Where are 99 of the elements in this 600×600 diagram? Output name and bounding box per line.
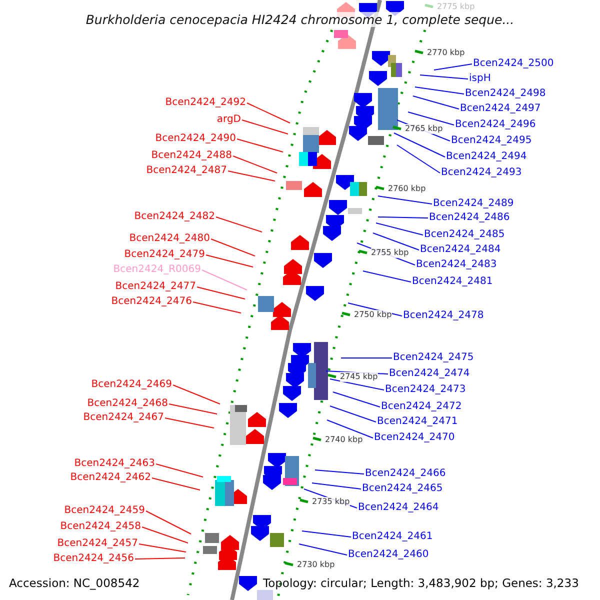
gene-label: Bcen2424_2498: [465, 88, 546, 100]
leader-line: [434, 64, 472, 70]
gene-label: Bcen2424_2468: [87, 398, 168, 410]
gene-label: Bcen2424_2484: [420, 244, 501, 256]
leader-line: [302, 530, 352, 538]
gene-label: Bcen2424_R0069: [113, 264, 201, 276]
scale-label: 2775 kbp: [437, 2, 475, 12]
leader-line: [330, 378, 384, 390]
leader-line: [332, 392, 380, 408]
leader-line: [164, 418, 214, 428]
leader-line: [412, 96, 460, 110]
leader-line: [330, 406, 376, 422]
leader-line: [146, 510, 192, 534]
gene-label: ispH: [469, 73, 491, 85]
leader-line: [196, 286, 246, 300]
gene-label: Bcen2424_2493: [441, 167, 522, 179]
scale-label: 2745 kbp: [340, 372, 378, 382]
leader-line: [298, 544, 348, 556]
leader-line: [414, 86, 464, 94]
gene-label: Bcen2424_2464: [358, 502, 439, 514]
gene-label: Bcen2424_2478: [403, 310, 484, 322]
scale-label: 2735 kbp: [312, 497, 350, 507]
gene-label: Bcen2424_2469: [91, 379, 172, 391]
leader-line: [210, 238, 256, 256]
leader-line: [376, 222, 424, 236]
gene-label: Bcen2424_2475: [393, 352, 474, 364]
gene-label: Bcen2424_2470: [374, 432, 455, 444]
leader-line: [138, 544, 186, 552]
leader-line: [206, 254, 254, 268]
leader-line: [202, 270, 248, 290]
gene-label: Bcen2424_2472: [381, 401, 462, 413]
gene-label: Bcen2424_2461: [352, 531, 433, 543]
gene-label: Bcen2424_2474: [389, 368, 470, 380]
gene-label: Bcen2424_2490: [155, 133, 236, 145]
leader-line: [242, 120, 288, 134]
leader-line: [314, 470, 364, 474]
leader-line: [362, 270, 412, 282]
leader-line: [232, 156, 278, 174]
scale-label: 2755 kbp: [371, 248, 409, 258]
footer-text: Accession: NC_008542: [9, 576, 140, 590]
gene-label: Bcen2424_2473: [385, 384, 466, 396]
gene-label: Bcen2424_2471: [377, 416, 458, 428]
gene-label: Bcen2424_2459: [64, 505, 145, 517]
gene-label: Bcen2424_2481: [412, 276, 493, 288]
gene-label: Bcen2424_2463: [74, 458, 155, 470]
scale-label: 2740 kbp: [325, 435, 363, 445]
gene-label: Bcen2424_2497: [460, 103, 541, 115]
footer-text: Topology: circular; Length: 3,483,902 bp; Genes: 3,233: [263, 576, 579, 590]
gene-label: Bcen2424_2480: [129, 233, 210, 245]
gene-label: Bcen2424_2458: [60, 521, 141, 533]
leader-line: [228, 170, 276, 182]
leader-line: [408, 112, 454, 126]
gene-label: Bcen2424_2486: [429, 212, 510, 224]
leader-line: [236, 138, 284, 152]
leader-line: [378, 196, 432, 204]
leader-line: [142, 526, 188, 544]
scale-label: 2760 kbp: [388, 184, 426, 194]
gene-label: Bcen2424_2462: [70, 472, 151, 484]
gene-label: Bcen2424_2482: [134, 211, 215, 223]
gene-label: Bcen2424_2483: [416, 259, 497, 271]
gene-label: Bcen2424_2494: [446, 151, 527, 163]
scale-label: 2750 kbp: [354, 310, 392, 320]
gene-label: Bcen2424_2487: [146, 165, 227, 177]
leader-line: [168, 404, 218, 414]
gene-label: Bcen2424_2479: [124, 249, 205, 261]
gene-label: Bcen2424_2485: [424, 229, 505, 241]
scale-label: 2730 kbp: [297, 560, 335, 570]
gene-label: Bcen2424_2488: [151, 150, 232, 162]
leader-line: [246, 102, 290, 124]
gene-label: Bcen2424_2457: [57, 538, 138, 550]
scale-label: 2765 kbp: [405, 124, 443, 134]
gene-label: Bcen2424_2477: [115, 281, 196, 293]
leader-line: [192, 302, 242, 314]
leader-line: [326, 420, 374, 438]
leader-line: [394, 132, 446, 158]
gene-label: Bcen2424_2492: [165, 97, 246, 109]
leader-line: [420, 74, 468, 80]
leader-line: [152, 478, 200, 490]
leader-line: [378, 216, 428, 218]
gene-label: Bcen2424_2500: [473, 58, 554, 70]
gene-label: Bcen2424_2489: [433, 198, 514, 210]
leader-line: [372, 232, 420, 250]
scale-label: 2770 kbp: [427, 48, 465, 58]
gene-label: Bcen2424_2456: [53, 553, 134, 565]
leader-line: [134, 558, 186, 560]
leader-line: [312, 482, 362, 490]
leader-line: [396, 144, 440, 174]
gene-label: Bcen2424_2460: [348, 549, 429, 561]
gene-label: Bcen2424_2476: [111, 296, 192, 308]
leader-line: [216, 216, 262, 232]
gene-label: Bcen2424_2466: [365, 468, 446, 480]
gene-label: Bcen2424_2467: [83, 412, 164, 424]
leader-line: [172, 384, 220, 404]
gene-label: Bcen2424_2496: [455, 119, 536, 131]
leader-line: [156, 464, 204, 478]
title: Burkholderia cenocepacia HI2424 chromosome 1, complete seque...: [86, 12, 514, 27]
gene-label: argD: [216, 114, 241, 126]
gene-label: Bcen2424_2495: [451, 135, 532, 147]
gene-label: Bcen2424_2465: [362, 483, 443, 495]
